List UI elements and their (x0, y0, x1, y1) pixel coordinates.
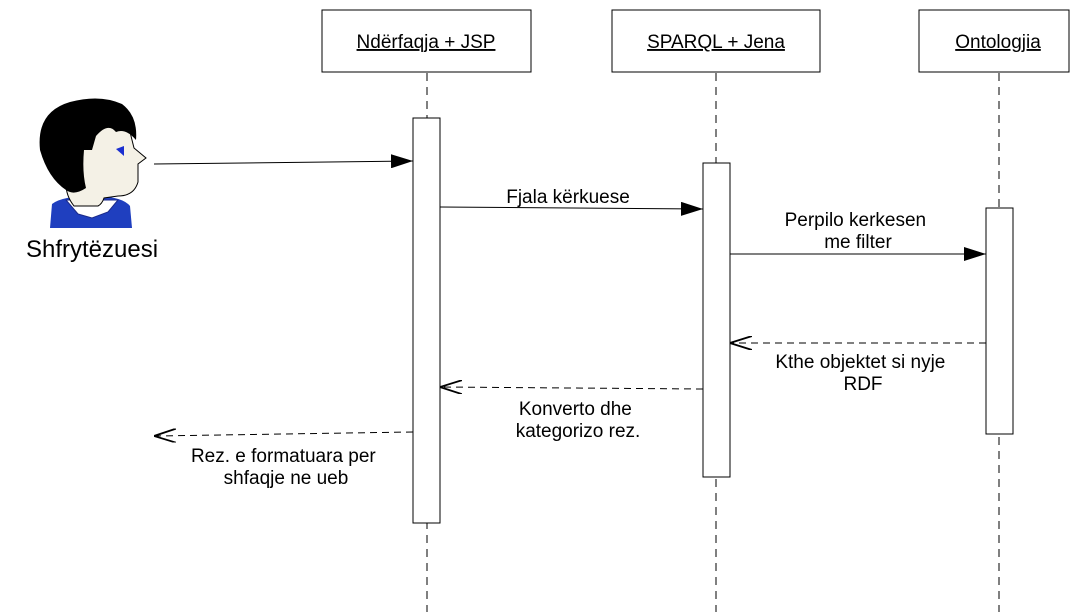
lifeline-header-sparql: SPARQL + Jena (611, 9, 821, 73)
message-label-formatted-result: Rez. e formatuara per shfaqje ne ueb (191, 446, 381, 489)
lifeline-header-ontology: Ontologjia (918, 9, 1070, 73)
message-build-query: Perpilo kerkesen me filter (730, 210, 986, 261)
lifeline-header-ui: Ndërfaqja + JSP (321, 9, 532, 73)
message-user-to-ui (153, 154, 414, 169)
message-return-rdf: Kthe objektet si nyje RDF (730, 343, 986, 395)
message-search-term: Fjala kërkuese (439, 187, 704, 216)
message-label-line: Kthe objektet si nyje (775, 352, 945, 373)
lifeline-title-sparql: SPARQL + Jena (647, 32, 785, 53)
activation-bar-ontology (985, 207, 1014, 435)
message-label-line: me filter (824, 232, 892, 253)
lifeline-title-ontology: Ontologjia (955, 32, 1041, 53)
activation-bar-ui (412, 117, 441, 524)
user-actor-icon (39, 98, 147, 228)
message-label-search-term: Fjala kërkuese (506, 187, 630, 208)
message-label-line: Konverto dhe (519, 399, 632, 420)
message-label-convert: Konverto dhe kategorizo rez. (516, 399, 641, 442)
message-label-line: kategorizo rez. (516, 421, 641, 442)
actor-label: Shfrytëzuesi (26, 236, 158, 263)
message-formatted-result: Rez. e formatuara per shfaqje ne ueb (154, 432, 414, 489)
lifeline-title-ui: Ndërfaqja + JSP (357, 32, 496, 53)
message-label-build-query: Perpilo kerkesen me filter (785, 210, 932, 253)
message-label-line: Perpilo kerkesen (785, 210, 927, 231)
activation-bar-sparql (702, 162, 731, 478)
message-label-line: Rez. e formatuara per (191, 446, 376, 467)
message-label-line: RDF (843, 374, 882, 395)
message-convert-categorize: Konverto dhe kategorizo rez. (440, 387, 704, 442)
message-label-line: Fjala kërkuese (506, 187, 630, 208)
message-label-line: shfaqje ne ueb (224, 468, 349, 489)
message-label-return-rdf: Kthe objektet si nyje RDF (775, 352, 950, 395)
